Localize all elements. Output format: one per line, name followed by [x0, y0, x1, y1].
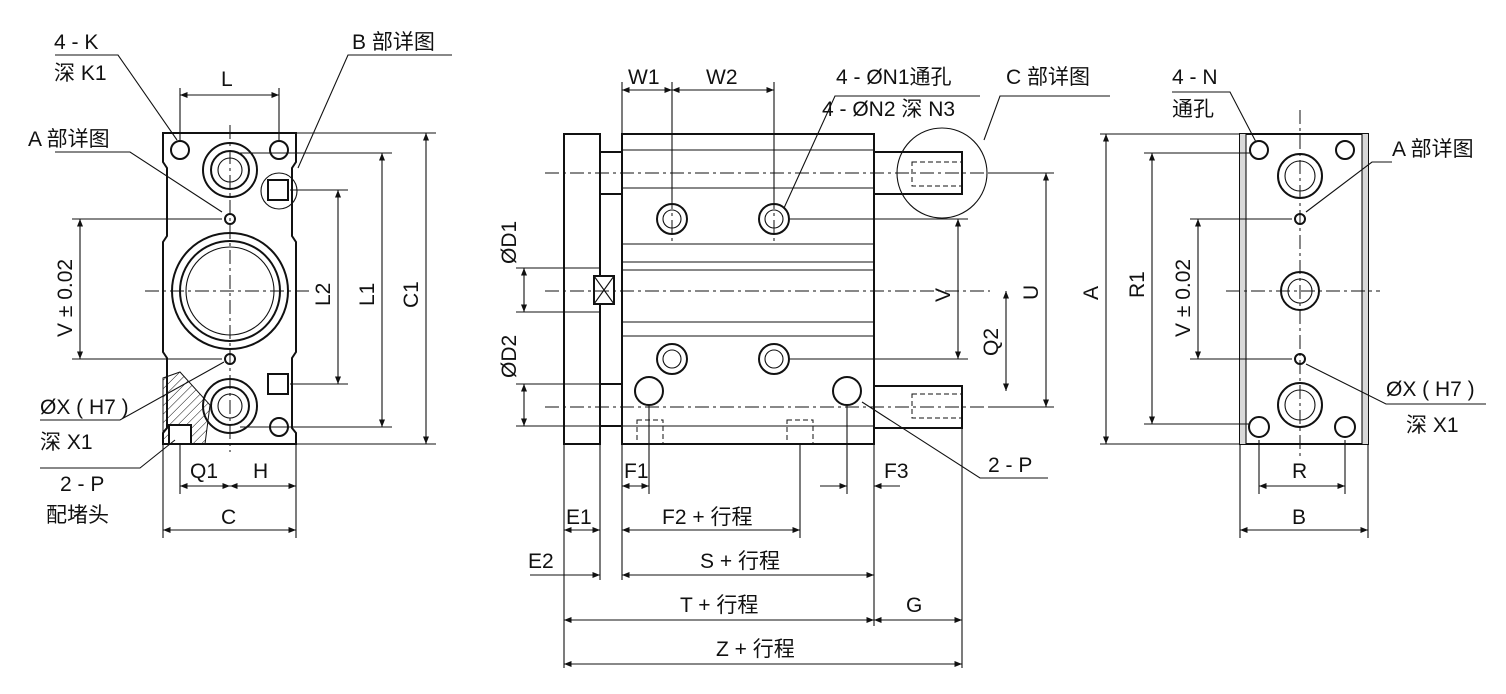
b-detail-label: B 部详图	[352, 31, 435, 54]
n-hole-r-tl	[1249, 140, 1269, 160]
g-dim-label: G	[906, 594, 922, 617]
middle-view	[516, 82, 1110, 668]
c-detail-label: C 部详图	[1006, 66, 1090, 89]
r-bolt-lower-outer	[1277, 382, 1323, 428]
n-hole-4-outer	[758, 343, 790, 375]
n1-label: 4 - ØN1通孔	[836, 66, 952, 89]
s-dim-label: S + 行程	[700, 550, 780, 573]
k-hole-tr	[269, 140, 289, 160]
middle-view-labels: W1 W2 4 - ØN1通孔 4 - ØN2 深 N3 C 部详图 ØD1 Ø…	[498, 66, 1090, 661]
main-body	[621, 133, 875, 445]
plug-rect	[168, 424, 192, 445]
n-hole-3-outer	[656, 343, 688, 375]
x1-label-right: 深 X1	[1406, 414, 1459, 437]
right-body	[1239, 133, 1369, 445]
lower-rod-thread	[911, 393, 963, 419]
d2-dim-label: ØD2	[498, 335, 521, 378]
right-view-labels: 4 - N 通孔 A 部详图 A R1 V ± 0.02 ØX ( H7 ) 深…	[1080, 66, 1475, 529]
f3-dim-label: F3	[884, 460, 909, 483]
d1-dim-label: ØD1	[498, 221, 521, 264]
lower-rod-stub	[599, 383, 623, 427]
left-view-labels: 4 - K 深 K1 B 部详图 A 部详图 L V ± 0.02 L2 L1 …	[28, 31, 435, 529]
a-detail-label-right: A 部详图	[1392, 138, 1474, 161]
b-detail-circle	[260, 172, 298, 210]
n-hole-r-bl	[1248, 416, 1270, 438]
v-dim-label-middle: V	[932, 288, 955, 302]
hidden-port-2	[786, 419, 814, 445]
c1-dim-label: C1	[400, 281, 423, 308]
q2-dim-label: Q2	[980, 328, 1003, 356]
z-dim-label: Z + 行程	[716, 638, 795, 661]
e2-dim-label: E2	[528, 550, 554, 573]
l1-dim-label: L1	[356, 283, 379, 306]
c-dim-label: C	[221, 506, 236, 529]
a-detail-label-left: A 部详图	[28, 128, 110, 151]
p-label-middle: 2 - P	[988, 454, 1032, 477]
b-detail-notch	[267, 179, 289, 201]
x1-label-left: 深 X1	[40, 431, 93, 454]
v-dim-label-right: V ± 0.02	[1172, 259, 1195, 337]
u-dim-label: U	[1020, 285, 1043, 300]
w1-dim-label: W1	[628, 66, 660, 89]
right-view	[1100, 91, 1486, 538]
n-hole-r-tr	[1335, 140, 1355, 160]
x-label-left: ØX ( H7 )	[40, 396, 129, 419]
n2-label: 4 - ØN2 深 N3	[822, 98, 955, 121]
left-view	[40, 54, 452, 538]
k1-label: 深 K1	[54, 62, 107, 85]
plug-label: 配堵头	[46, 504, 109, 527]
n-hole-4-inner	[764, 349, 784, 369]
t-dim-label: T + 行程	[680, 594, 758, 617]
n-hole-r-br	[1334, 416, 1356, 438]
p-label-left: 2 - P	[60, 473, 104, 496]
n-hole-3-inner	[662, 349, 682, 369]
hidden-port-1	[636, 419, 664, 445]
through-label: 通孔	[1172, 98, 1214, 121]
r-dim-label: R	[1292, 460, 1307, 483]
l-dim-label: L	[221, 68, 233, 91]
lower-notch	[267, 373, 289, 395]
r1-dim-label: R1	[1126, 271, 1149, 298]
k-label: 4 - K	[54, 31, 98, 54]
v-dim-label-left: V ± 0.02	[54, 259, 77, 337]
h-dim-label: H	[253, 460, 268, 483]
f2-dim-label: F2 + 行程	[662, 506, 752, 529]
w2-dim-label: W2	[706, 66, 738, 89]
b-dim-label: B	[1292, 506, 1306, 529]
x-label-right: ØX ( H7 )	[1386, 378, 1475, 401]
a-dim-label: A	[1080, 286, 1103, 300]
k-hole-tl	[170, 140, 190, 160]
c-detail-thread	[911, 161, 963, 187]
q1-dim-label: Q1	[190, 460, 218, 483]
f1-dim-label: F1	[624, 460, 649, 483]
l2-dim-label: L2	[312, 283, 335, 306]
e1-dim-label: E1	[566, 506, 592, 529]
n-label: 4 - N	[1172, 66, 1218, 89]
